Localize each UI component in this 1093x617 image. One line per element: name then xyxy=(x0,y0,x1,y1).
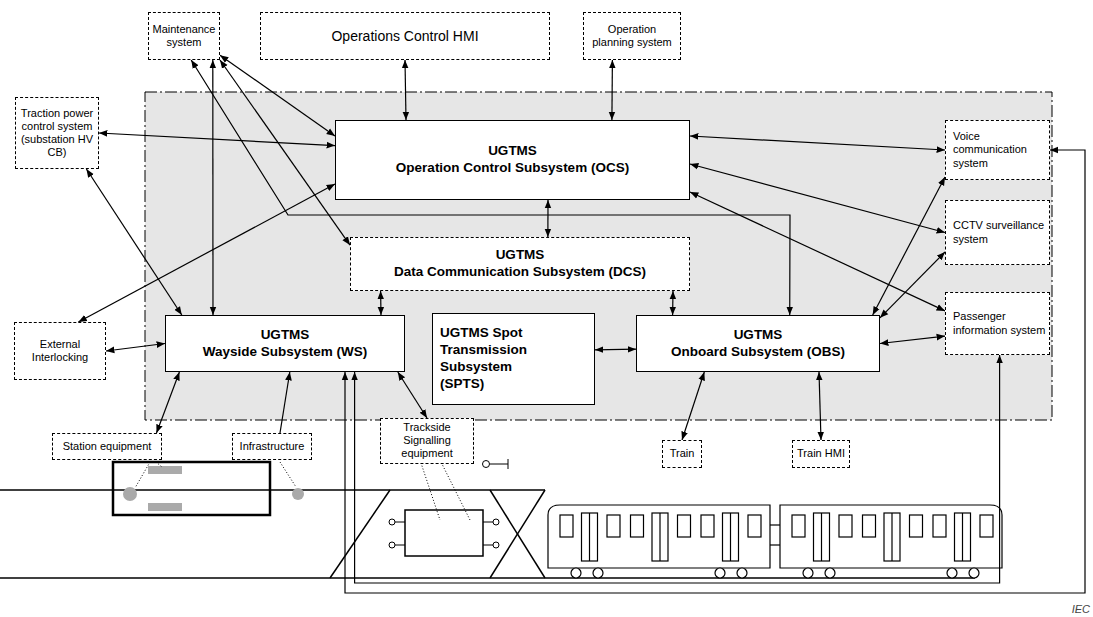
connector xyxy=(873,177,945,315)
pis-box: Passenger information system xyxy=(945,292,1050,355)
node-text: Infrastructure xyxy=(240,440,305,453)
maintenance-box: Maintenance system xyxy=(148,12,220,60)
node-text: Operation planning system xyxy=(587,23,677,49)
system-boundary xyxy=(145,92,1052,420)
node-text: UGTMS xyxy=(488,143,537,160)
connector xyxy=(99,133,335,146)
node-text: Operations Control HMI xyxy=(331,28,478,45)
node-text: Traction power control system (substatio… xyxy=(19,107,95,160)
node-text: Train HMI xyxy=(797,447,845,460)
ocs-box: UGTMSOperation Control Subsystem (OCS) xyxy=(335,120,690,200)
node-text: Operation Control Subsystem (OCS) xyxy=(396,160,629,177)
infrastructure-box: Infrastructure xyxy=(232,433,312,460)
connector xyxy=(191,60,790,315)
voice-box: Voice communication system xyxy=(945,120,1050,180)
connector xyxy=(220,55,335,136)
connector xyxy=(78,184,335,322)
spts-box: UGTMS Spot Transmission Subsystem (SPTS) xyxy=(432,313,595,405)
node-text: Passenger information system xyxy=(953,310,1046,336)
node-text: UGTMS xyxy=(734,327,783,344)
node-text: UGTMS xyxy=(496,247,545,264)
trackside-box: Trackside Signalling equipment xyxy=(380,418,474,464)
connector xyxy=(157,372,180,433)
track-circuit xyxy=(389,459,508,556)
connector xyxy=(682,372,704,440)
node-text: UGTMS xyxy=(261,327,310,344)
node-text: UGTMS Spot Transmission Subsystem (SPTS) xyxy=(440,325,545,393)
connector xyxy=(106,344,165,352)
connector xyxy=(380,291,382,315)
planning-box: Operation planning system xyxy=(583,12,681,60)
source-mark: IEC xyxy=(1072,603,1090,615)
node-text: Train xyxy=(670,447,695,460)
connector xyxy=(212,60,213,315)
node-text: Trackside Signalling equipment xyxy=(384,421,470,461)
station-box: Station equipment xyxy=(52,433,162,460)
connector xyxy=(280,372,290,433)
connector xyxy=(690,136,945,150)
connector xyxy=(220,60,350,245)
connector xyxy=(672,291,674,315)
connector xyxy=(547,200,548,237)
dcs-box: UGTMSData Communication Subsystem (DCS) xyxy=(350,237,690,291)
obs-box: UGTMSOnboard Subsystem (OBS) xyxy=(636,315,880,372)
cctv-box: CCTV surveillance system xyxy=(945,200,1050,265)
connector xyxy=(405,60,406,120)
node-text: Maintenance system xyxy=(152,23,216,49)
connector xyxy=(819,372,821,440)
train-box: Train xyxy=(662,440,702,468)
infrastructure-symbol xyxy=(280,462,304,500)
node-text: Voice communication system xyxy=(953,130,1046,170)
ws-box: UGTMSWayside Subsystem (WS) xyxy=(165,315,405,372)
connector xyxy=(611,60,613,120)
node-text: Onboard Subsystem (OBS) xyxy=(671,344,845,361)
train-illustration xyxy=(548,505,1002,578)
traction-box: Traction power control system (substatio… xyxy=(15,97,99,169)
connector xyxy=(345,150,1085,593)
node-text: CCTV surveillance system xyxy=(953,219,1046,245)
connector xyxy=(398,372,427,418)
node-text: Wayside Subsystem (WS) xyxy=(203,344,368,361)
node-text: External Interlocking xyxy=(18,338,102,364)
node-text: Station equipment xyxy=(63,440,152,453)
connector xyxy=(880,336,945,343)
connector xyxy=(86,169,181,315)
station xyxy=(113,462,270,515)
train-hmi-box: Train HMI xyxy=(792,440,850,468)
node-text: Data Communication Subsystem (DCS) xyxy=(394,264,646,281)
connector xyxy=(690,164,945,233)
connector xyxy=(690,192,945,311)
connector xyxy=(595,349,636,351)
connector xyxy=(880,252,945,318)
hmi-box: Operations Control HMI xyxy=(260,12,550,60)
connectors xyxy=(78,55,1085,593)
interlocking-box: External Interlocking xyxy=(14,322,106,380)
